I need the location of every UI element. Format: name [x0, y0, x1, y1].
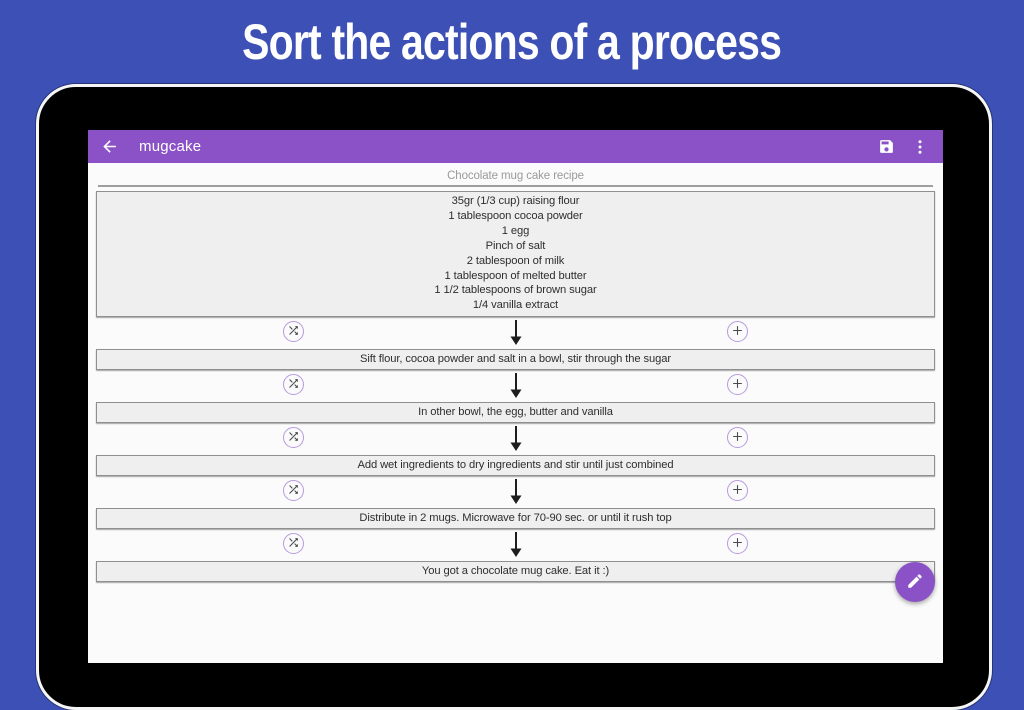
step-text: 2 tablespoon of milk — [466, 254, 565, 267]
add-icon — [731, 536, 744, 552]
overflow-menu-icon[interactable] — [911, 138, 929, 156]
add-step-button[interactable] — [726, 321, 748, 343]
down-arrow-icon — [509, 320, 523, 350]
shuffle-button[interactable] — [282, 480, 304, 502]
shuffle-button[interactable] — [282, 533, 304, 555]
step-text: Sift flour, cocoa powder and salt in a b… — [359, 353, 672, 366]
step-text: Add wet ingredients to dry ingredients a… — [357, 459, 674, 472]
tablet-frame: mugcake Chocolate mug cake recipe 35gr (… — [36, 84, 992, 710]
shuffle-button[interactable] — [282, 427, 304, 449]
add-step-button[interactable] — [726, 427, 748, 449]
shuffle-icon — [287, 377, 300, 393]
step-text: 1 tablespoon cocoa powder — [448, 209, 583, 222]
shuffle-icon — [287, 324, 300, 340]
shuffle-icon — [287, 536, 300, 552]
edit-pencil-icon — [906, 572, 924, 593]
toolbar-title: mugcake — [139, 138, 202, 155]
add-step-button[interactable] — [726, 374, 748, 396]
edit-fab-button[interactable] — [895, 562, 935, 602]
banner-title: Sort the actions of a process — [242, 14, 783, 70]
step-text: You got a chocolate mug cake. Eat it :) — [421, 565, 610, 578]
step-connector — [88, 476, 943, 508]
down-arrow-icon — [509, 532, 523, 562]
step-box[interactable]: Add wet ingredients to dry ingredients a… — [96, 455, 935, 477]
down-arrow-icon — [509, 373, 523, 403]
step-box[interactable]: In other bowl, the egg, butter and vanil… — [96, 402, 935, 424]
step-text: Distribute in 2 mugs. Microwave for 70-9… — [359, 512, 672, 525]
down-arrow-icon — [509, 479, 523, 509]
step-box[interactable]: Sift flour, cocoa powder and salt in a b… — [96, 349, 935, 371]
step-connector — [88, 370, 943, 402]
save-icon[interactable] — [878, 138, 895, 155]
step-text: Pinch of salt — [485, 239, 546, 252]
shuffle-button[interactable] — [282, 374, 304, 396]
step-box[interactable]: You got a chocolate mug cake. Eat it :) — [96, 561, 935, 583]
step-box[interactable]: 35gr (1/3 cup) raising flour 1 tablespoon… — [96, 191, 935, 318]
add-step-button[interactable] — [726, 480, 748, 502]
step-text: 1/4 vanilla extract — [472, 299, 559, 312]
add-step-button[interactable] — [726, 533, 748, 555]
add-icon — [731, 377, 744, 393]
app-screen: mugcake Chocolate mug cake recipe 35gr (… — [88, 130, 943, 663]
add-icon — [731, 324, 744, 340]
step-text: 1 1/2 tablespoons of brown sugar — [434, 284, 597, 297]
step-text: 35gr (1/3 cup) raising flour — [451, 195, 580, 207]
down-arrow-icon — [509, 426, 523, 456]
add-icon — [731, 483, 744, 499]
step-text: In other bowl, the egg, butter and vanil… — [418, 406, 613, 419]
back-arrow-icon[interactable] — [100, 137, 119, 156]
step-text: 1 egg — [501, 224, 530, 237]
process-title-input[interactable]: Chocolate mug cake recipe — [98, 170, 933, 187]
step-box[interactable]: Distribute in 2 mugs. Microwave for 70-9… — [96, 508, 935, 530]
process-steps: 35gr (1/3 cup) raising flour 1 tablespoon… — [88, 191, 943, 583]
add-icon — [731, 430, 744, 446]
step-connector — [88, 529, 943, 561]
step-connector — [88, 317, 943, 349]
app-toolbar: mugcake — [88, 130, 943, 163]
shuffle-icon — [287, 430, 300, 446]
banner: Sort the actions of a process — [0, 0, 1024, 84]
shuffle-button[interactable] — [282, 321, 304, 343]
shuffle-icon — [287, 483, 300, 499]
step-connector — [88, 423, 943, 455]
step-text: 1 tablespoon of melted butter — [444, 269, 587, 282]
